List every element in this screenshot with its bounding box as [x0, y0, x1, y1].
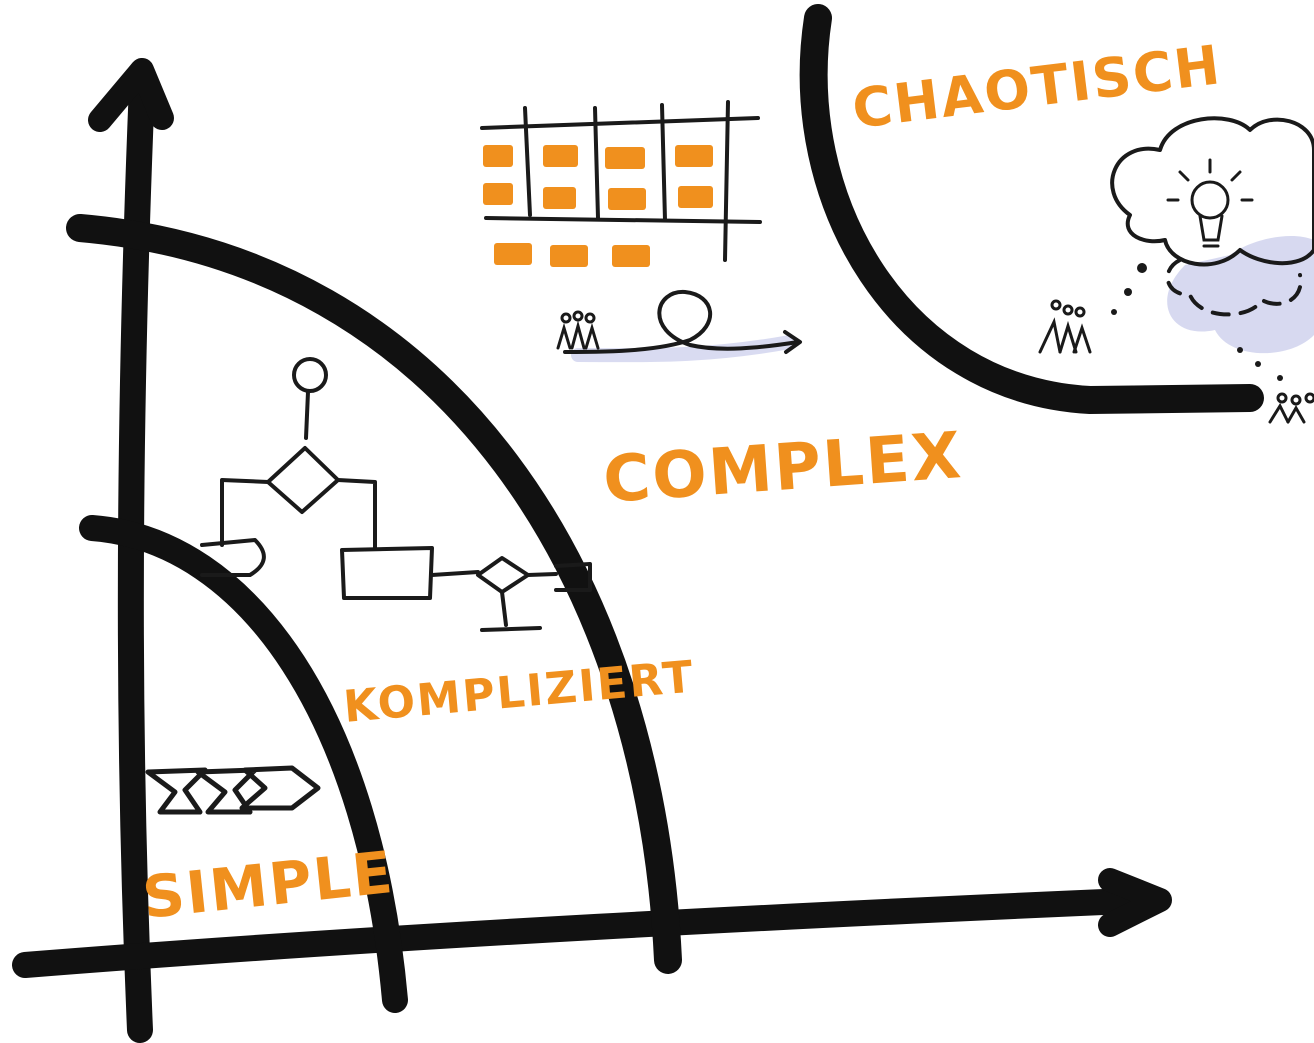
lightbulb-icon [1166, 158, 1254, 248]
boundaries [66, 4, 1264, 1013]
kanban-board-icon [480, 100, 762, 267]
label-complex: COMPLEX [601, 419, 965, 518]
simple-boundary-curve [79, 515, 408, 1013]
thought-cloud-icon [1110, 116, 1314, 381]
loop-arrow-icon [563, 289, 802, 363]
flowchart-icon [200, 357, 592, 632]
label-simple: SIMPLE [139, 838, 397, 932]
people-group-icon [1038, 299, 1092, 354]
y-axis [117, 72, 155, 1043]
x-axis [12, 887, 1163, 978]
axes [12, 58, 1172, 1043]
x-axis-arrowhead [1098, 868, 1172, 937]
label-chaotisch: CHAOTISCH [849, 33, 1225, 141]
people-group-icon [556, 310, 600, 350]
y-axis-arrowhead [88, 58, 174, 132]
complex-boundary-curve [66, 214, 682, 974]
chaotic-boundary-curve [799, 4, 1264, 415]
people-group-icon [1268, 392, 1314, 424]
process-chevrons-icon [145, 765, 321, 815]
